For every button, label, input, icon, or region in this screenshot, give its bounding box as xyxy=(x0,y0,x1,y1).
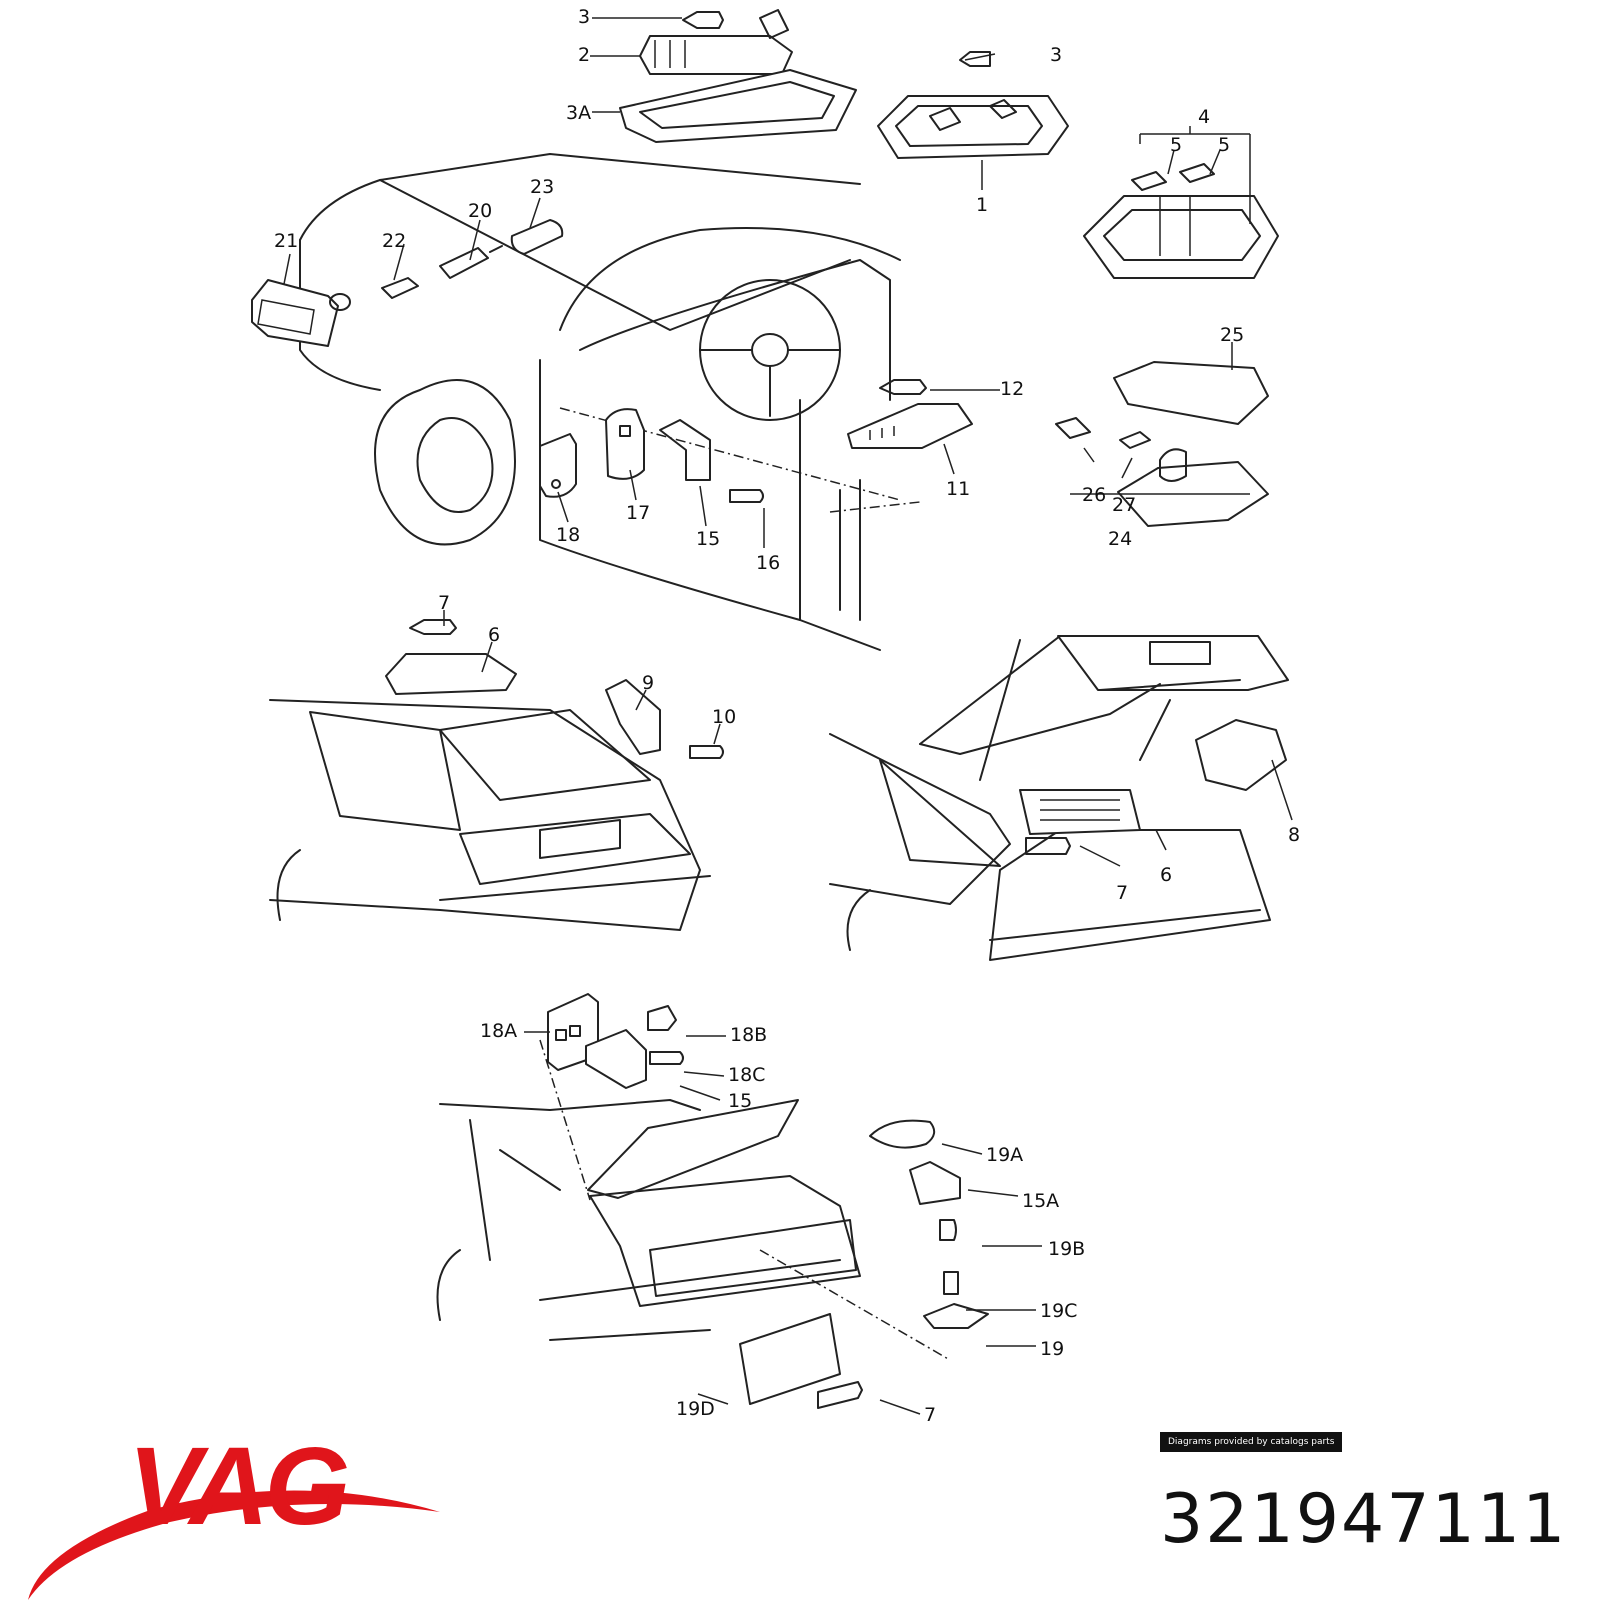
callout-7-hatch: 7 xyxy=(438,592,451,614)
ashtray-light-21 xyxy=(251,279,351,347)
glovebox-light-11 xyxy=(847,379,973,449)
callout-8: 8 xyxy=(1288,824,1301,846)
lamp-assembly-1 xyxy=(877,51,1069,159)
callout-2: 2 xyxy=(578,44,591,66)
leader-lines xyxy=(283,17,1293,1415)
callout-3a: 3A xyxy=(566,102,592,124)
callout-19: 19 xyxy=(1040,1338,1065,1360)
callout-3: 3 xyxy=(578,6,591,28)
callout-18: 18 xyxy=(556,524,581,546)
callout-25: 25 xyxy=(1220,324,1245,346)
callout-19c: 19C xyxy=(1040,1300,1078,1322)
lamp-assembly-4 xyxy=(1083,163,1279,279)
callout-27: 27 xyxy=(1112,494,1137,516)
callout-6-wagon: 6 xyxy=(1160,864,1173,886)
callout-19a: 19A xyxy=(986,1144,1024,1166)
callout-3-right: 3 xyxy=(1050,44,1063,66)
callout-7-wagon: 7 xyxy=(1116,882,1129,904)
hatchback-rear xyxy=(269,619,724,931)
callout-7-sedan: 7 xyxy=(924,1404,937,1426)
sedan-open-trunk xyxy=(436,993,989,1409)
callout-18b: 18B xyxy=(730,1024,768,1046)
callout-15-sedan: 15 xyxy=(728,1090,753,1112)
callout-5-right: 5 xyxy=(1218,134,1231,156)
callout-19d: 19D xyxy=(676,1398,715,1420)
vag-logo-swoosh xyxy=(28,1490,440,1600)
callout-11: 11 xyxy=(946,478,971,500)
callout-16: 16 xyxy=(756,552,781,574)
callout-15a: 15A xyxy=(1022,1190,1060,1212)
callout-21: 21 xyxy=(274,230,299,252)
callout-12: 12 xyxy=(1000,378,1025,400)
callout-19b: 19B xyxy=(1048,1238,1086,1260)
callout-9: 9 xyxy=(642,672,655,694)
callout-24: 24 xyxy=(1108,528,1133,550)
diagram-credit: Diagrams provided by catalogs parts xyxy=(1160,1432,1343,1452)
callout-10: 10 xyxy=(712,706,737,728)
callout-18a: 18A xyxy=(480,1020,518,1042)
callout-4: 4 xyxy=(1198,106,1211,128)
callout-1: 1 xyxy=(976,194,989,216)
lighter-20-23 xyxy=(381,219,564,299)
callout-20: 20 xyxy=(468,200,493,222)
car-front-interior xyxy=(299,153,921,651)
callout-23: 23 xyxy=(530,176,555,198)
callout-5-left: 5 xyxy=(1170,134,1183,156)
callout-15: 15 xyxy=(696,528,721,550)
part-number: 321947111 xyxy=(1160,1480,1568,1559)
lamp-assembly-2 xyxy=(619,9,857,143)
wagon-open-tailgate xyxy=(829,635,1289,961)
callout-22: 22 xyxy=(382,230,407,252)
door-switch-parts xyxy=(539,408,764,503)
callout-18c: 18C xyxy=(728,1064,766,1086)
callout-26: 26 xyxy=(1082,484,1107,506)
callout-17: 17 xyxy=(626,502,651,524)
vag-logo: VAG xyxy=(128,1425,350,1548)
callout-6-hatch: 6 xyxy=(488,624,501,646)
